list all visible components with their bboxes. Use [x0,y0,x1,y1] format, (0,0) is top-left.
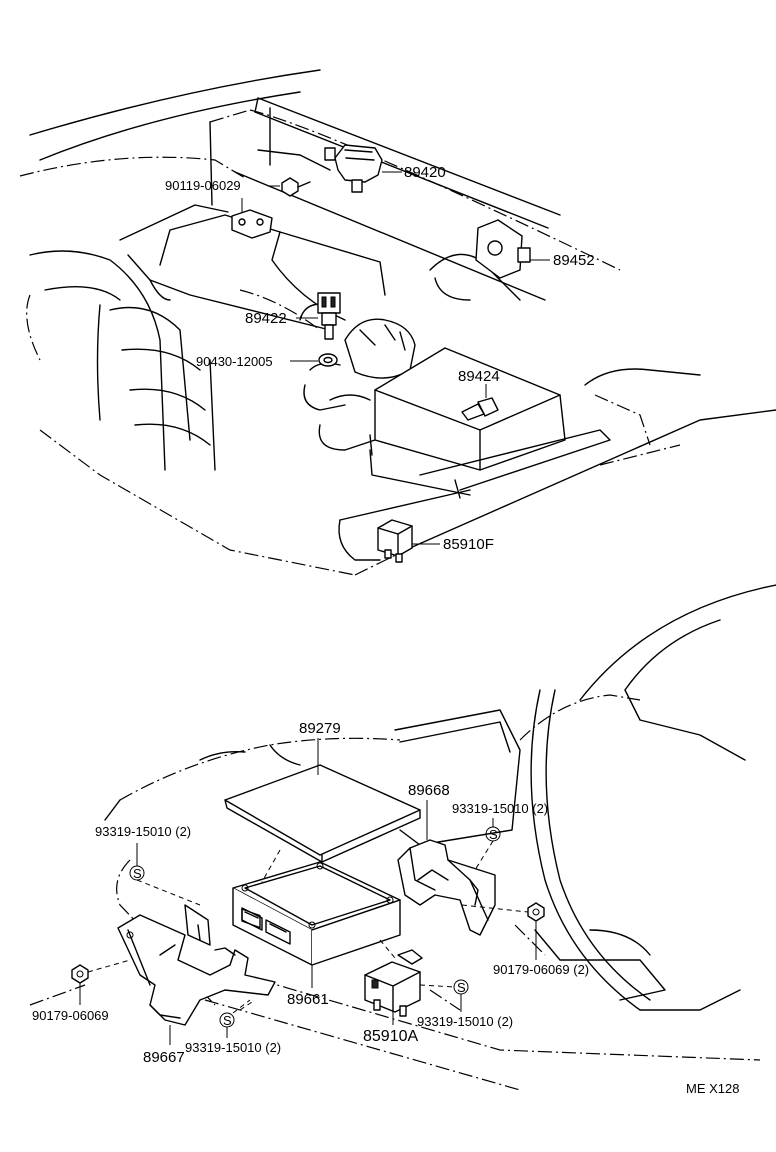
label-89279: 89279 [299,720,341,737]
label-90119-06029: 90119-06029 [165,178,241,193]
label-93319-15010-left: 93319-15010 (2) [95,824,191,839]
label-90179-06069-right: 90179-06069 (2) [493,962,589,977]
part-85910F-relay[interactable] [377,519,413,563]
svg-text:S: S [133,866,142,881]
screw-symbol-bottom-right: S [453,979,469,995]
part-90179-nut-right[interactable] [527,902,545,922]
engine-bay-illustration [19,69,776,576]
label-89667: 89667 [143,1049,185,1066]
label-89420: 89420 [404,164,446,181]
part-90119-bolt[interactable] [281,177,311,197]
screw-symbol-top-right: S [485,826,501,842]
label-89452: 89452 [553,252,595,269]
part-89668-bracket[interactable] [397,839,496,936]
label-89661: 89661 [287,991,329,1008]
label-90430-12005: 90430-12005 [196,354,273,369]
part-89420-vacuum-sensor[interactable] [324,144,383,193]
label-89668: 89668 [408,782,450,799]
figure-code: ME X128 [686,1081,739,1096]
svg-text:S: S [223,1013,232,1028]
label-89422: 89422 [245,310,287,327]
label-85910A: 85910A [363,1028,418,1045]
part-89661-ecu[interactable] [232,861,401,966]
engine-bay-leaders [241,171,550,545]
part-89422-intake-temp-sensor[interactable] [317,292,341,340]
label-93319-15010-top-right: 93319-15010 (2) [452,801,548,816]
label-90179-06069-left: 90179-06069 [32,1008,109,1023]
part-89667-bracket[interactable] [117,904,276,1026]
svg-text:S: S [489,827,498,842]
part-89424-water-temp-sensor[interactable] [461,397,499,421]
screw-symbol-bottom-left: S [219,1012,235,1028]
label-89424: 89424 [458,368,500,385]
dash-area-leaders [79,738,537,1045]
part-89452-throttle-sensor[interactable] [475,219,531,279]
part-90179-nut-left[interactable] [71,964,89,984]
part-air-valve [231,209,273,239]
screw-symbol-left: S [129,865,145,881]
svg-text:S: S [457,980,466,995]
label-93319-15010-bottom-left: 93319-15010 (2) [185,1040,281,1055]
part-89279-cover[interactable] [224,764,421,863]
dash-area-illustration [29,584,776,1091]
part-90430-gasket[interactable] [318,353,338,367]
part-85910A-relay[interactable] [364,949,423,1017]
label-93319-15010-bottom-right: 93319-15010 (2) [417,1014,513,1029]
label-85910F: 85910F [443,536,494,553]
